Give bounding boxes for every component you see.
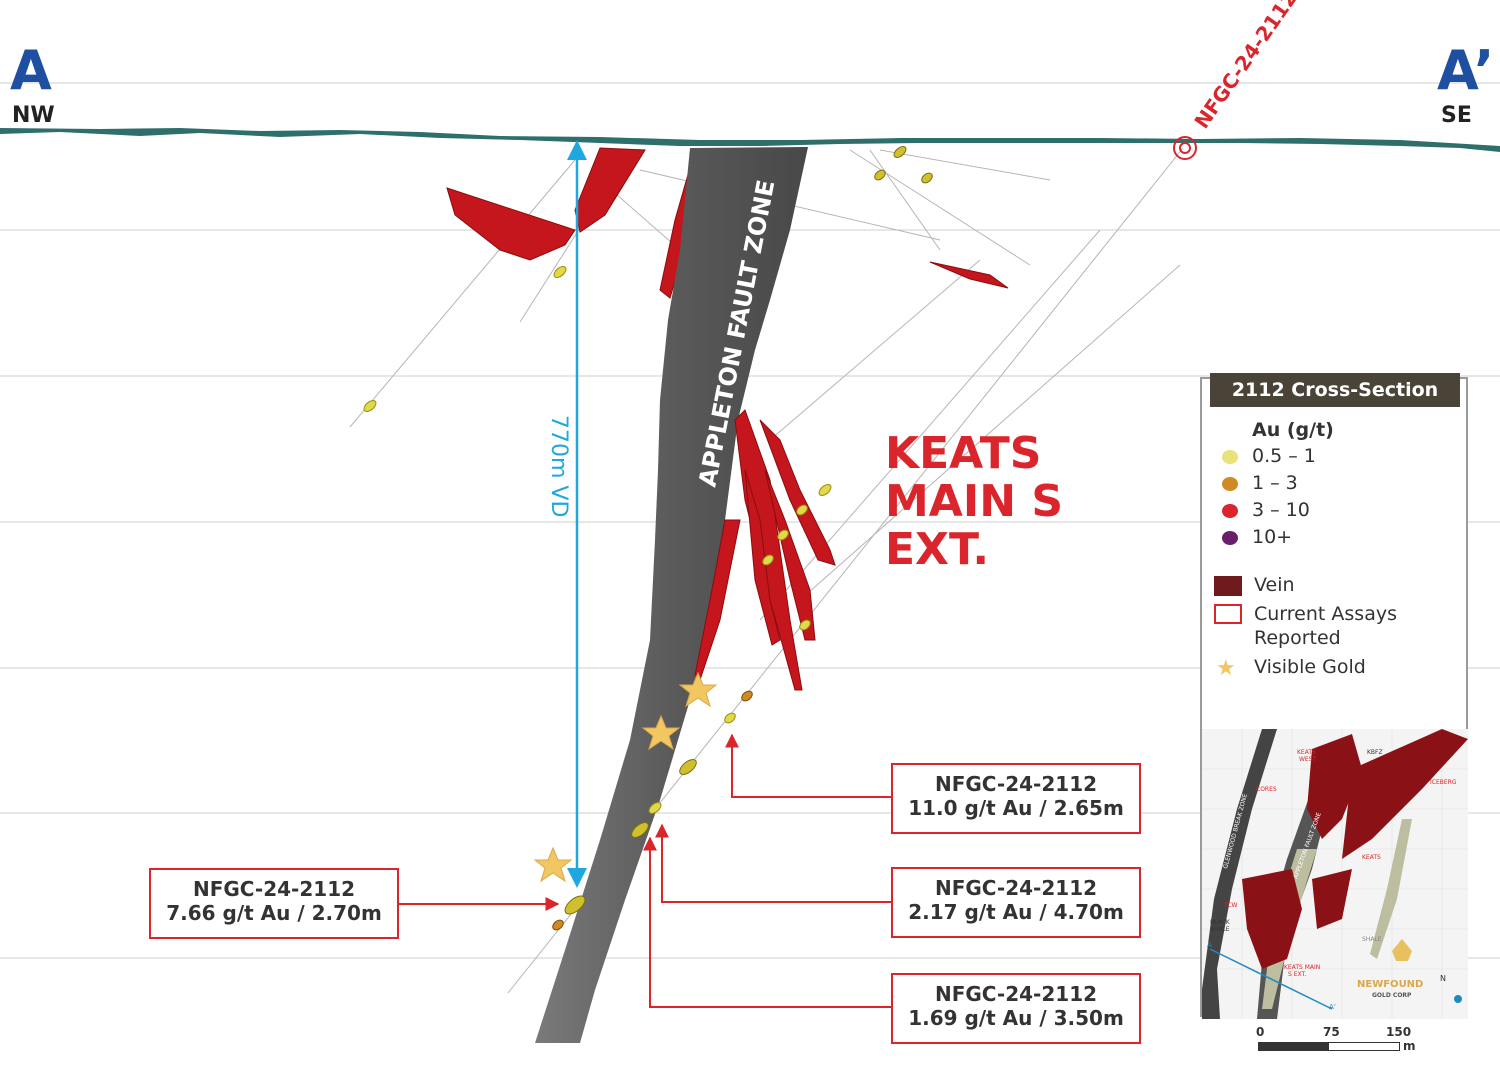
assay-markers [363, 146, 933, 931]
vein-swatch [1214, 576, 1242, 596]
vein-bodies-lower [694, 409, 836, 691]
intercept-callout: NFGC-24-2112 11.0 g/t Au / 2.65m [891, 763, 1141, 834]
assays-label: Reported [1254, 627, 1341, 649]
grade-dot [1222, 477, 1238, 491]
callout-leaders [399, 733, 891, 1008]
callout-result: 1.69 g/t Au / 3.50m [908, 1006, 1124, 1030]
grade-label: 0.5 – 1 [1252, 445, 1316, 467]
vein-label: Vein [1254, 574, 1295, 596]
gold-star [678, 671, 718, 708]
legend-au-header: Au (g/t) [1252, 419, 1334, 441]
intercept-callout: NFGC-24-2112 7.66 g/t Au / 2.70m [149, 868, 399, 939]
svg-text:SHALE: SHALE [1210, 926, 1230, 933]
section-end-direction: SE [1441, 103, 1472, 128]
svg-text:KEATS MAIN: KEATS MAIN [1284, 964, 1320, 971]
svg-text:KBFZ: KBFZ [1367, 749, 1383, 756]
assays-label: Current Assays [1254, 603, 1397, 625]
collar-symbol [1173, 136, 1197, 160]
callout-hole: NFGC-24-2112 [934, 772, 1098, 796]
legend-title: 2112 Cross-Section [1210, 373, 1460, 407]
intercept-callout: NFGC-24-2112 2.17 g/t Au / 4.70m [891, 867, 1141, 938]
callout-result: 2.17 g/t Au / 4.70m [908, 900, 1124, 924]
vertical-depth-label: 770m VD [546, 415, 571, 517]
svg-text:A’: A’ [1329, 1003, 1336, 1011]
zone-label-line2: MAIN S [885, 476, 1063, 527]
svg-text:BLACK: BLACK [1210, 919, 1231, 926]
intercept-callout: NFGC-24-2112 1.69 g/t Au / 3.50m [891, 973, 1141, 1044]
fault-zone-body [535, 147, 808, 1043]
svg-text:WEST: WEST [1299, 756, 1317, 763]
svg-text:N: N [1440, 974, 1446, 983]
callout-hole: NFGC-24-2112 [934, 982, 1098, 1006]
svg-text:SHALE: SHALE [1362, 936, 1382, 943]
svg-text:GOLD CORP: GOLD CORP [1372, 992, 1412, 999]
svg-text:CORES: CORES [1256, 786, 1277, 793]
scale-unit: m [1403, 1039, 1416, 1053]
visible-gold-stars [533, 671, 718, 883]
gold-star [641, 714, 681, 751]
callout-result: 7.66 g/t Au / 2.70m [166, 901, 382, 925]
svg-text:S EXT.: S EXT. [1288, 971, 1306, 978]
assays-swatch [1214, 604, 1242, 624]
grade-dot [1222, 504, 1238, 518]
grade-dot [1222, 450, 1238, 464]
grade-label: 10+ [1252, 526, 1293, 548]
collar-label: NFGC-24-2112 [1189, 0, 1302, 133]
section-end-letter: A’ [1437, 39, 1495, 102]
scale-tick-label: 150 [1386, 1025, 1412, 1039]
zone-label-line1: KEATS [885, 428, 1042, 479]
depth-gridlines [0, 82, 1500, 959]
gold-star [533, 846, 573, 883]
scale-bar: 0 75 150 m [1250, 1025, 1416, 1055]
grade-label: 3 – 10 [1252, 499, 1310, 521]
svg-text:A: A [1207, 941, 1212, 949]
gold-star-icon: ★ [1216, 656, 1236, 681]
svg-text:ICEBERG: ICEBERG [1430, 779, 1457, 786]
inset-location-map: A A’ KEATS WEST KBFZ ICEBERG CORES KEATS… [1202, 729, 1468, 1019]
grade-dot [1222, 531, 1238, 545]
svg-text:NEWFOUND: NEWFOUND [1357, 979, 1423, 990]
svg-text:TCW: TCW [1223, 902, 1238, 909]
gold-label: Visible Gold [1254, 656, 1366, 678]
svg-text:KEATS: KEATS [1297, 749, 1316, 756]
legend-panel: 2112 Cross-Section Au (g/t) 0.5 – 1 1 – … [1200, 373, 1468, 1019]
section-start-letter: A [10, 39, 52, 102]
callout-result: 11.0 g/t Au / 2.65m [908, 796, 1124, 820]
svg-text:KEATS: KEATS [1362, 854, 1381, 861]
callout-hole: NFGC-24-2112 [934, 876, 1098, 900]
scale-tick-label: 75 [1323, 1025, 1340, 1039]
grade-label: 1 – 3 [1252, 472, 1298, 494]
callout-hole: NFGC-24-2112 [192, 877, 356, 901]
section-start-direction: NW [12, 103, 55, 128]
scale-bar-graphic [1258, 1042, 1400, 1051]
ground-surface [0, 128, 1500, 152]
scale-tick-label: 0 [1256, 1025, 1265, 1039]
zone-label-line3: EXT. [885, 524, 989, 575]
